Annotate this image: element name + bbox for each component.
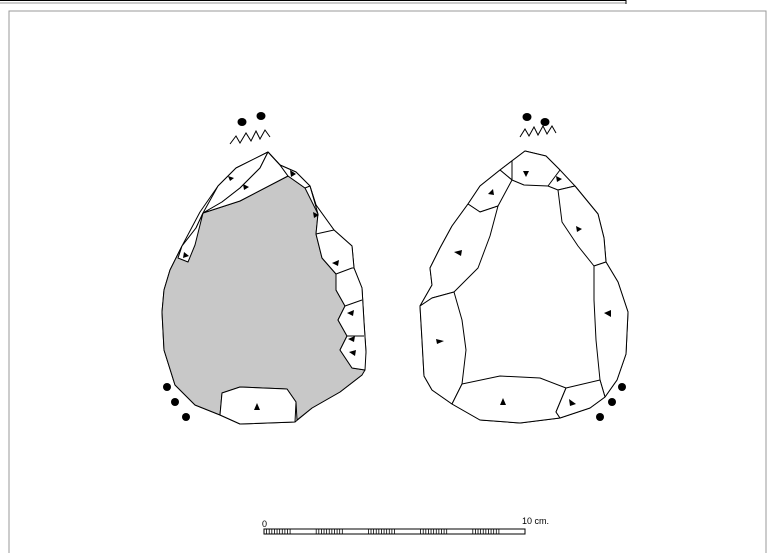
removal-arrow bbox=[348, 336, 355, 342]
zigzag-mark bbox=[229, 129, 271, 145]
scale-bar: 0 10 cm. bbox=[262, 516, 549, 535]
flake-scar bbox=[177, 212, 204, 263]
removal-arrow bbox=[332, 260, 339, 266]
removal-arrow bbox=[604, 310, 611, 317]
scale-end-label: 10 cm. bbox=[522, 516, 549, 526]
flake-scar bbox=[555, 379, 606, 419]
flake-scar bbox=[267, 151, 311, 189]
removal-arrow bbox=[488, 189, 494, 195]
orientation-dot bbox=[163, 383, 171, 391]
removal-arrow bbox=[523, 171, 529, 177]
removal-arrow bbox=[349, 350, 356, 356]
removal-arrow bbox=[254, 403, 260, 410]
removal-arrow bbox=[243, 184, 249, 190]
removal-arrow bbox=[347, 310, 354, 316]
flake-scar bbox=[557, 185, 607, 267]
removal-arrow bbox=[290, 170, 296, 177]
removal-arrow bbox=[183, 252, 189, 258]
orientation-dot bbox=[608, 398, 616, 406]
removal-arrow bbox=[313, 212, 319, 218]
orientation-dot bbox=[171, 398, 179, 406]
zigzag-mark bbox=[519, 124, 557, 138]
scale-ticks bbox=[263, 529, 500, 534]
orientation-dot bbox=[618, 383, 626, 391]
flake-scar bbox=[467, 169, 513, 213]
orientation-dot bbox=[256, 112, 266, 120]
removal-arrow bbox=[436, 339, 444, 344]
flake-scar bbox=[593, 261, 629, 398]
flake-scar bbox=[499, 150, 561, 187]
orientation-dot bbox=[522, 113, 532, 121]
orientation-dot bbox=[540, 118, 550, 126]
orientation-dot bbox=[596, 413, 604, 421]
cortex-area bbox=[161, 175, 366, 421]
removal-arrow bbox=[454, 250, 462, 256]
removal-arrow bbox=[569, 399, 576, 406]
removal-arrow bbox=[500, 398, 506, 405]
orientation-dot bbox=[182, 413, 190, 421]
orientation-dot bbox=[237, 118, 247, 126]
removal-arrow bbox=[228, 176, 234, 181]
left-view bbox=[161, 112, 367, 425]
flake-scar bbox=[419, 203, 499, 307]
removal-arrow bbox=[576, 226, 582, 232]
flake-scar bbox=[451, 375, 567, 424]
removal-arrow bbox=[556, 176, 562, 182]
scale-start-label: 0 bbox=[262, 519, 267, 529]
right-view bbox=[419, 113, 629, 424]
flake-scar bbox=[419, 291, 467, 405]
